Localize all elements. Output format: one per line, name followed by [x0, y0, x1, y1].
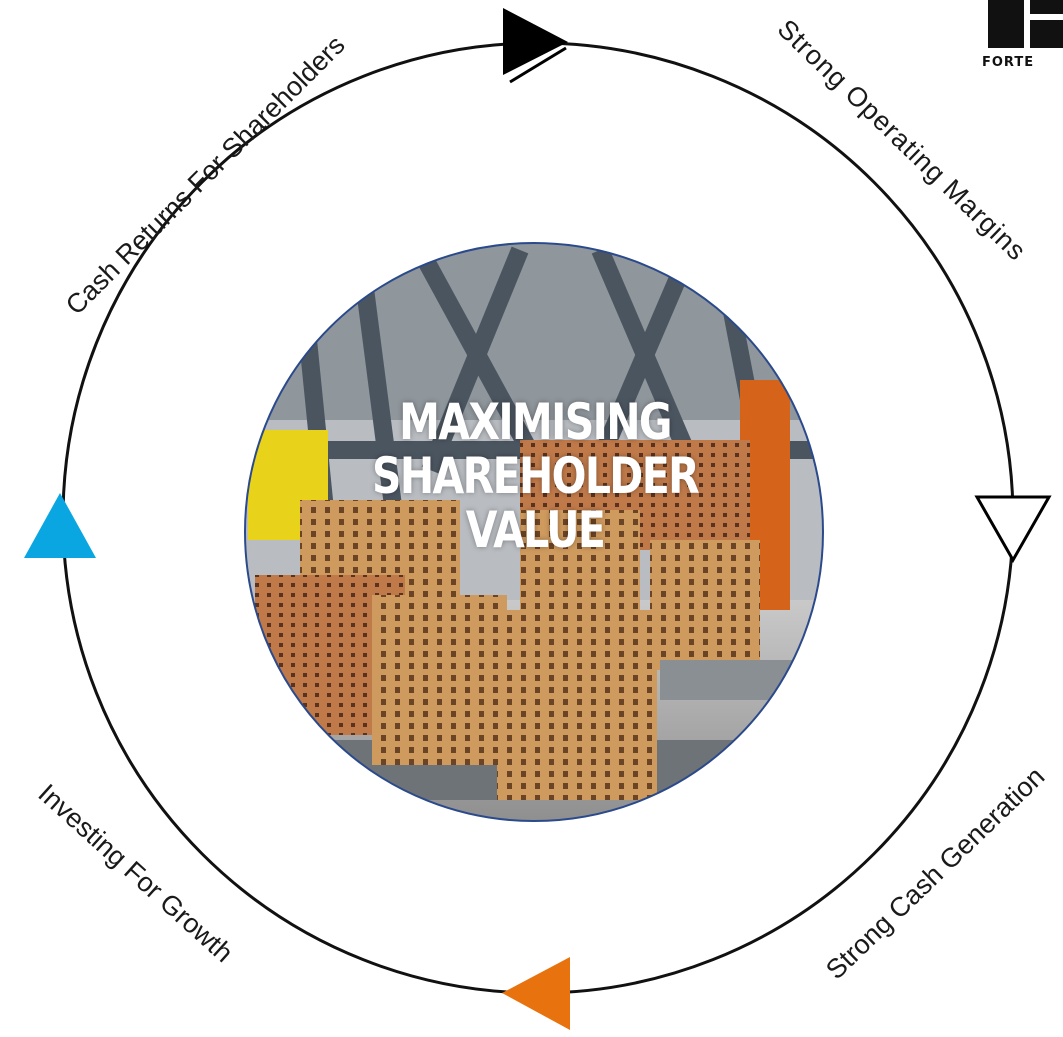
arrow-bottom-orange-icon: [502, 957, 570, 1030]
arrow-top-black-icon: [503, 8, 568, 84]
center-title-line1: MAXIMISING: [399, 393, 672, 451]
forterra-logo-icon: [988, 0, 1063, 48]
logo-text: FORTE: [982, 55, 1035, 70]
center-title: MAXIMISING SHAREHOLDER VALUE: [297, 395, 773, 557]
arrow-right-outline-icon: [974, 495, 1052, 564]
center-title-line3: VALUE: [465, 501, 606, 559]
center-title-line2: SHAREHOLDER: [371, 447, 700, 505]
center-photo-border: [244, 242, 824, 822]
arrow-left-blue-icon: [24, 493, 96, 558]
